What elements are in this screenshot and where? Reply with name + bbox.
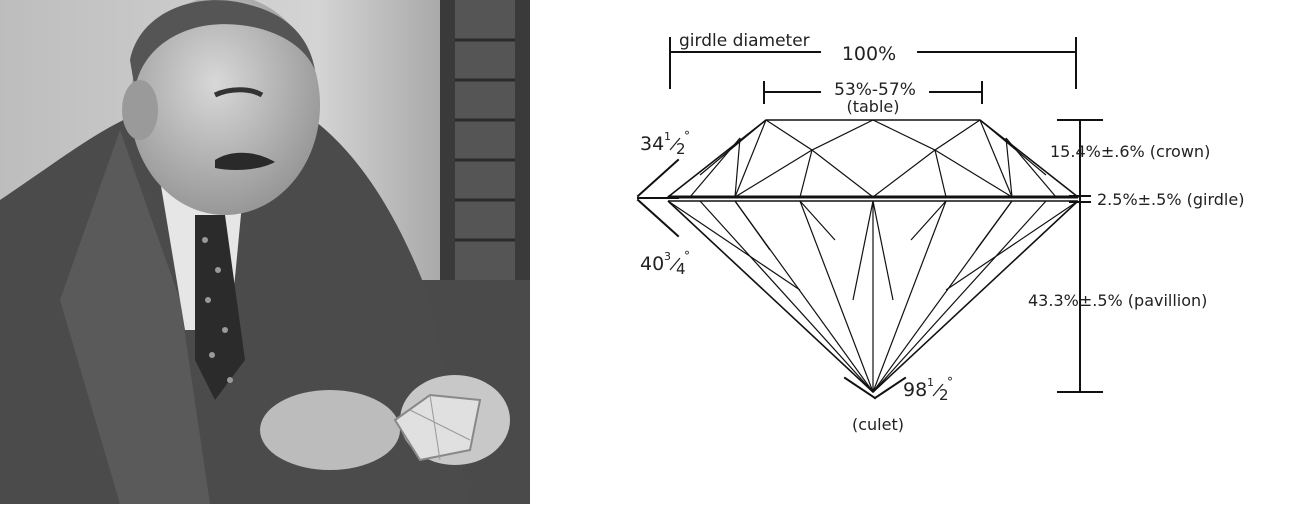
brilliant-cut-diagram: girdle diameter 100% 53%-57% (table) 34 … bbox=[530, 0, 1305, 504]
culet-angle-degree: ° bbox=[947, 375, 953, 389]
pavilion-percent-label: 43.3%±.5% (pavillion) bbox=[1028, 291, 1207, 310]
culet-label: (culet) bbox=[852, 415, 904, 434]
girdle-diameter-label: girdle diameter bbox=[679, 31, 810, 51]
pavilion-angle-degree: ° bbox=[684, 249, 690, 263]
table-label: (table) bbox=[846, 97, 899, 116]
diamond-facets bbox=[667, 119, 1079, 393]
culet-fraction-bar bbox=[932, 383, 944, 397]
crown-angle-frac-den: 2 bbox=[676, 140, 686, 158]
crown-angle-degree: ° bbox=[684, 129, 690, 143]
diameter-percent-label: 100% bbox=[842, 43, 896, 65]
culet-angle-label: 98 bbox=[903, 379, 927, 401]
pavilion-angle-label: 40 bbox=[640, 253, 664, 275]
table-percent-label: 53%-57% bbox=[834, 80, 916, 100]
pavilion-fraction-bar bbox=[669, 257, 681, 271]
portrait-photo bbox=[0, 0, 530, 504]
crown-angle-frac-num: 1 bbox=[664, 130, 671, 143]
crown-angle-label: 34 bbox=[640, 133, 664, 155]
crown-fraction-bar bbox=[669, 137, 681, 151]
culet-angle-frac-num: 1 bbox=[927, 376, 934, 389]
crown-percent-label: 15.4%±.6% (crown) bbox=[1050, 142, 1210, 161]
girdle-percent-label: 2.5%±.5% (girdle) bbox=[1097, 190, 1244, 209]
pavilion-angle-frac-den: 4 bbox=[676, 260, 686, 278]
culet-angle-frac-den: 2 bbox=[939, 386, 949, 404]
pavilion-angle-frac-num: 3 bbox=[664, 250, 671, 263]
